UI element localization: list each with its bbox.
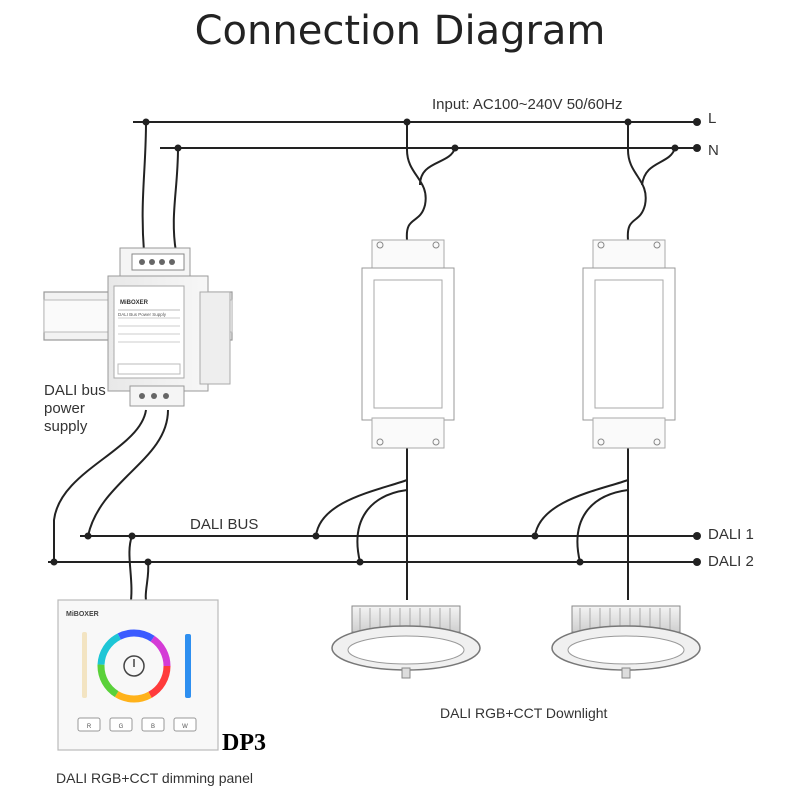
driver-1 <box>361 239 455 449</box>
wires <box>53 121 676 609</box>
dali-bus-lines <box>48 535 695 563</box>
panel-button-w: W <box>182 724 188 730</box>
panel-button-r: R <box>87 724 92 730</box>
panel-button-g: G <box>119 724 124 730</box>
l-label: L <box>708 110 717 127</box>
page-title: Connection Diagram <box>194 8 606 54</box>
dimming-panel <box>57 599 219 751</box>
panel-label: DALI RGB+CCT dimming panel <box>56 770 253 786</box>
power-supply-label-line3: supply <box>44 418 88 435</box>
input-label: Input: AC100~240V 50/60Hz <box>432 96 623 113</box>
power-supply-brand: MiBOXER <box>120 300 149 306</box>
n-label: N <box>708 142 719 159</box>
mains-terminals <box>142 118 701 152</box>
mains-lines <box>133 121 695 149</box>
downlight-label: DALI RGB+CCT Downlight <box>440 705 608 721</box>
panel-button-b: B <box>151 724 155 730</box>
power-icon <box>123 655 145 677</box>
downlight-2 <box>551 605 701 679</box>
power-supply-module <box>107 247 231 407</box>
power-supply-label-line1: DALI bus <box>44 382 106 399</box>
color-wheel <box>97 629 171 703</box>
panel-brand: MiBOXER <box>66 611 99 618</box>
power-supply-label-line2: power <box>44 400 85 417</box>
panel-model: DP3 <box>222 730 266 756</box>
driver-2 <box>582 239 676 449</box>
dali-bus-label: DALI BUS <box>190 516 259 533</box>
downlight-1 <box>331 605 481 679</box>
dali-terminals <box>50 532 701 566</box>
power-supply-name: DALI Bus Power Supply <box>118 312 167 317</box>
dali2-label: DALI 2 <box>708 553 754 570</box>
dali1-label: DALI 1 <box>708 526 754 543</box>
